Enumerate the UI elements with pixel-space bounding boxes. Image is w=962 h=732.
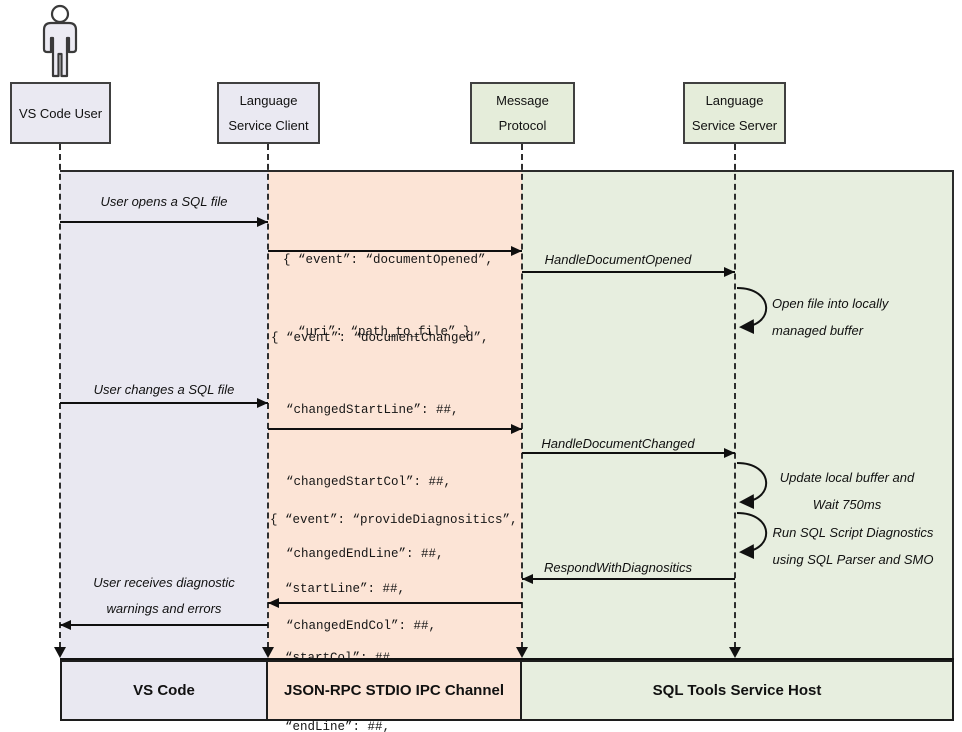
payload-line: “changedEndLine”: ##, [271, 547, 444, 561]
actor-label: Service Server [691, 118, 778, 133]
arrowhead-right [257, 217, 268, 227]
system-label: SQL Tools Service Host [652, 682, 822, 699]
arrowhead-left [522, 574, 533, 584]
arrow-user-opens-sql-file [60, 217, 268, 227]
arrow-user-receives-diagnostics [60, 620, 268, 630]
arrowhead-right [511, 246, 522, 256]
system-box-vscode: VS Code [60, 660, 268, 721]
arrow-provide-diagnostics-payload [268, 598, 522, 608]
actor-box-language-service-server: Language Service Server [683, 82, 786, 144]
arrow-user-changes-sql-file [60, 398, 268, 408]
label-handle-document-opened: HandleDocumentOpened [544, 252, 692, 267]
actor-box-language-service-client: Language Service Client [217, 82, 320, 144]
payload-line: “startLine”: ##, [270, 582, 406, 596]
lifeline-message-protocol [521, 144, 523, 648]
arrowhead-left [268, 598, 279, 608]
label-user-changes: User changes a SQL file [93, 382, 235, 397]
user-actor-icon [42, 4, 78, 78]
lifeline-end-arrow [516, 647, 528, 658]
arrow-document-changed-payload [268, 424, 522, 434]
label-respond-with-diagnostics: RespondWithDiagnositics [543, 560, 692, 575]
actor-box-vscode-user: VS Code User [10, 82, 111, 144]
note-open-file: Open file into locally managed buffer [772, 290, 942, 344]
note-line: Wait 750ms [812, 497, 882, 512]
payload-document-opened: { “event”: “documentOpened”, “uri”: “pat… [283, 200, 493, 392]
lifeline-end-arrow [54, 647, 66, 658]
arrow-handle-document-opened [522, 267, 735, 277]
label-user-opens: User opens a SQL file [100, 194, 228, 209]
actor-label: Message [496, 93, 549, 108]
note-line: Open file into locally [772, 296, 889, 311]
payload-line: “endLine”: ##, [270, 720, 391, 732]
note-update-buffer: Update local buffer and Wait 750ms [772, 464, 922, 518]
self-loop-open-file [736, 287, 768, 335]
payload-line: “changedEndCol”: ##, [271, 619, 437, 633]
system-label: VS Code [133, 682, 195, 699]
lifeline-end-arrow [262, 647, 274, 658]
actor-box-message-protocol: Message Protocol [470, 82, 575, 144]
label-line: warnings and errors [106, 601, 222, 616]
arrow-document-opened-payload [268, 246, 522, 256]
arrowhead-right [724, 267, 735, 277]
arrowhead-right [511, 424, 522, 434]
payload-line: { “event”: “documentChanged”, [271, 331, 489, 345]
actor-label: Service Client [228, 118, 309, 133]
lane-service-host [522, 172, 954, 660]
lane-vscode [60, 172, 268, 660]
lifeline-end-arrow [729, 647, 741, 658]
actor-label: Language [239, 93, 298, 108]
payload-line: “changedStartCol”: ##, [271, 475, 452, 489]
note-run-diagnostics: Run SQL Script Diagnostics using SQL Par… [772, 519, 934, 573]
payload-line: { “event”: “documentOpened”, [283, 253, 494, 267]
payload-line: { “event”: “provideDiagnositics”, [270, 513, 518, 527]
lane-ipc-channel [268, 172, 522, 660]
label-line: User receives diagnostic [93, 575, 235, 590]
lane-region [60, 170, 954, 660]
arrowhead-left [60, 620, 71, 630]
label-user-receives: User receives diagnostic warnings and er… [60, 570, 268, 622]
arrow-handle-document-changed [522, 448, 735, 458]
system-box-ipc-channel: JSON-RPC STDIO IPC Channel [266, 660, 522, 721]
actor-label: Protocol [498, 118, 547, 133]
self-loop-update-buffer [736, 462, 768, 510]
note-line: Run SQL Script Diagnostics [772, 525, 934, 540]
actor-label: VS Code User [18, 105, 103, 121]
diagram-baseline [60, 658, 954, 660]
note-line: using SQL Parser and SMO [772, 552, 934, 567]
payload-line: “changedStartLine”: ##, [271, 403, 459, 417]
lifeline-vscode-user [59, 144, 61, 648]
arrow-respond-with-diagnostics [522, 574, 735, 584]
actor-label: Language [705, 93, 764, 108]
system-box-sql-tools-host: SQL Tools Service Host [520, 660, 954, 721]
lifeline-language-service-client [267, 144, 269, 648]
payload-line: “uri”: “path_to_file” } [283, 325, 471, 339]
self-loop-run-diagnostics [736, 512, 768, 560]
system-label: JSON-RPC STDIO IPC Channel [283, 682, 505, 699]
lifeline-language-service-server [734, 144, 736, 648]
arrowhead-right [257, 398, 268, 408]
note-line: Update local buffer and [779, 470, 915, 485]
arrowhead-right [724, 448, 735, 458]
label-handle-document-changed: HandleDocumentChanged [541, 436, 695, 451]
note-line: managed buffer [772, 323, 864, 338]
